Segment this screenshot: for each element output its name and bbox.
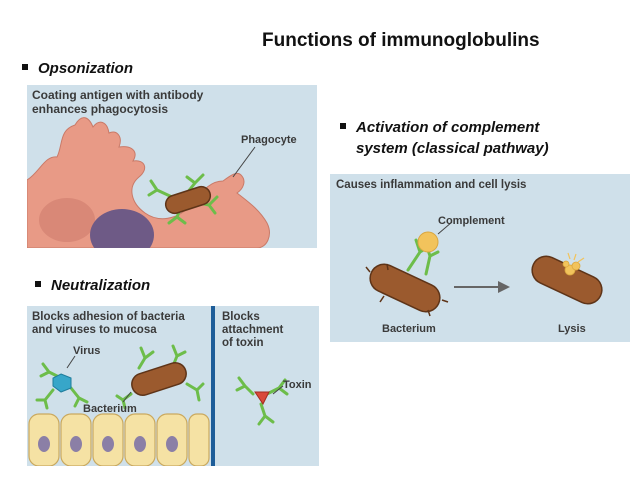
complement-protein — [417, 231, 439, 253]
bullet-activation-line1: Activation of complement — [356, 119, 540, 136]
slide-title: Functions of immunoglobulins — [262, 30, 540, 51]
bacterium — [369, 263, 441, 313]
phagocyte-nucleus — [90, 209, 154, 248]
bullet-activation: Activation of complement system (classic… — [340, 117, 549, 159]
bullet-opsonization-text: Opsonization — [38, 60, 133, 77]
neutralization-right-caption-line3: of toxin — [222, 337, 264, 349]
lysis-label: Lysis — [558, 323, 586, 335]
cytoplasm-shading — [39, 198, 95, 242]
opsonization-caption-line2: enhances phagocytosis — [32, 102, 168, 116]
virus-label: Virus — [73, 345, 100, 357]
virus-leader-line — [66, 355, 76, 369]
bullet-opsonization: Opsonization — [22, 60, 133, 77]
bacterium — [131, 361, 187, 397]
toxin-leader-line — [272, 385, 284, 395]
bacterium — [164, 185, 212, 215]
bullet-marker — [35, 281, 41, 288]
complement-panel: Causes inflammation and cell lysis Compl… — [330, 174, 630, 342]
bacterium-label: Bacterium — [83, 403, 137, 415]
opsonization-panel: Coating antigen with antibody enhances p… — [27, 85, 317, 248]
neutralization-illustration: Blocks adhesion of bacteria and viruses … — [27, 306, 319, 466]
neutralization-right-caption-line2: attachment — [222, 324, 284, 336]
complement-leader-line — [437, 221, 453, 235]
phagocyte-label: Phagocyte — [241, 134, 297, 146]
lysis-pore — [562, 260, 581, 276]
panel-divider — [211, 306, 215, 466]
arrow-head — [498, 281, 510, 293]
neutralization-panel: Blocks adhesion of bacteria and viruses … — [27, 306, 319, 466]
complement-label: Complement — [438, 215, 505, 227]
phagocyte-leader-line — [232, 146, 256, 178]
bacterium-spikes — [365, 263, 449, 317]
opsonization-illustration: Coating antigen with antibody enhances p… — [27, 85, 317, 248]
lysis-burst — [567, 252, 585, 263]
neutralization-left-caption-line1: Blocks adhesion of bacteria — [32, 311, 185, 323]
toxin-label: Toxin — [283, 379, 312, 391]
bacterium-antibodies — [115, 344, 205, 410]
bullet-marker — [340, 123, 346, 130]
mucosa-cells — [28, 413, 210, 466]
bullet-marker — [22, 64, 28, 71]
bullet-neutralization-text: Neutralization — [51, 277, 151, 294]
bacterium-label: Bacterium — [382, 323, 436, 335]
opsonization-caption-line1: Coating antigen with antibody — [32, 88, 204, 102]
bullet-neutralization: Neutralization — [35, 277, 150, 294]
virus-antibodies — [35, 362, 89, 410]
panel-background — [330, 174, 630, 342]
neutralization-right-caption-line1: Blocks — [222, 311, 260, 323]
complement-illustration: Causes inflammation and cell lysis Compl… — [330, 174, 630, 342]
toxin-molecule — [254, 391, 270, 405]
bullet-activation-line2: system (classical pathway) — [356, 140, 549, 157]
virus-particle — [52, 373, 72, 393]
neutralization-left-caption-line2: and viruses to mucosa — [32, 324, 157, 336]
complement-caption: Causes inflammation and cell lysis — [336, 179, 526, 191]
bacterium-leader-line — [122, 391, 132, 403]
